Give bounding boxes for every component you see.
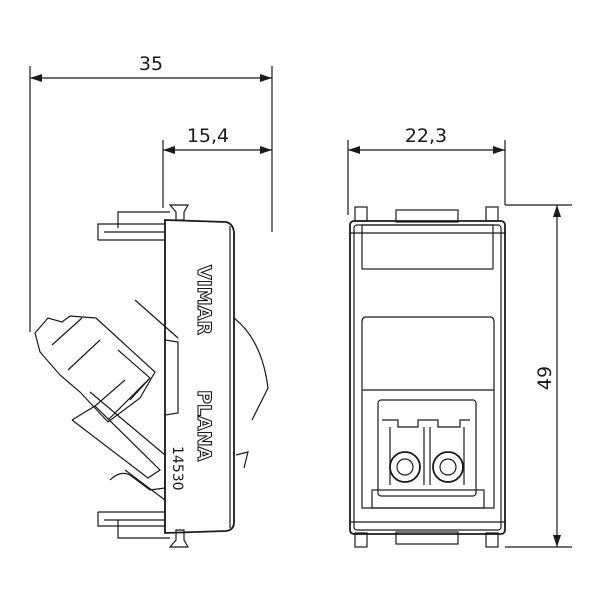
brand-marking: VIMAR	[193, 265, 215, 335]
series-marking: PLANA	[193, 390, 215, 462]
dimension-label-49: 49	[534, 366, 556, 390]
dimension-overall-depth: 35	[29, 53, 273, 332]
dimension-label-35: 35	[139, 53, 163, 75]
front-view	[349, 206, 506, 548]
dimension-label-22-3: 22,3	[405, 125, 447, 147]
dimension-width: 22,3	[347, 125, 506, 215]
dimension-height: 49	[505, 204, 572, 548]
lc-port-left	[389, 451, 421, 483]
dimension-front-depth: 15,4	[162, 125, 272, 208]
lc-port-right	[432, 451, 464, 483]
dimension-label-15-4: 15,4	[187, 125, 229, 147]
article-code-marking: 14530	[169, 446, 185, 491]
side-view: VIMAR PLANA 14530	[34, 204, 269, 548]
